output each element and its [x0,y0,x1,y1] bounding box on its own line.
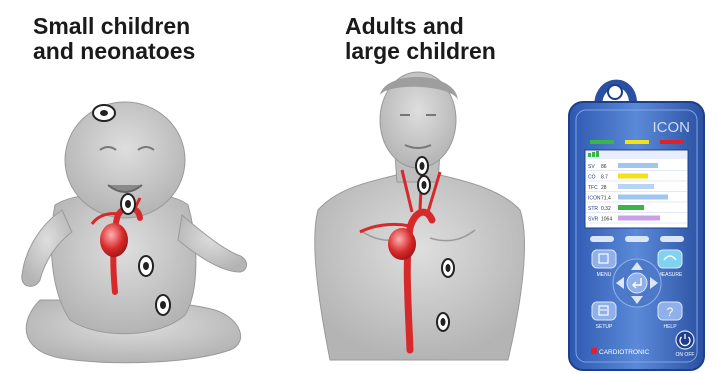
menu-button-label: MENU [597,272,612,278]
adult-sensor-neck-lower [418,176,430,194]
screen-row-value: 1064 [601,217,612,223]
menu-button[interactable] [592,250,616,268]
child-sensor-chest [139,256,153,276]
screen-row-label: SVR [588,217,599,223]
screen-row-label: ICON [588,196,601,202]
screen-row-label: TFC [588,185,598,191]
measure-button[interactable] [658,250,682,268]
power-button[interactable] [676,331,694,349]
adult-sensor-abdomen [437,313,449,331]
screen-row-label: STR [588,206,598,212]
screen-row-label: SV [588,164,595,170]
help-button-label: HELP [663,324,677,330]
adult-sensor-neck-upper [416,157,428,175]
screen-row-value: 71.4 [601,196,611,202]
alarm-bar-yellow [625,140,649,144]
adult-figure [315,72,525,360]
screen-row-bar [618,184,654,189]
setup-button-label: SETUP [596,324,613,330]
alarm-bar-green [590,140,614,144]
measure-button-label: MEASURE [658,272,683,278]
setup-button[interactable] [592,302,616,320]
child-sensor-abdomen [156,295,170,315]
softkey-left-button[interactable] [590,236,614,242]
screen-row-value: 86 [601,164,607,170]
screen-row-bar [618,205,644,210]
screen-row-value: 28 [601,185,607,191]
softkey-middle-button[interactable] [625,236,649,242]
child-sensor-neck [121,194,135,214]
screen-row-value: 8.7 [601,175,608,181]
screen-row-value: 0.32 [601,206,611,212]
help-symbol: ? [667,305,674,319]
manufacturer-logo-icon [591,348,597,354]
device-brand-title: ICON [653,119,691,136]
adult-sensor-chest [442,259,454,277]
screen-row-bar [618,174,648,179]
screen-row-bar [618,216,660,221]
screen-row-bar [618,163,658,168]
screen-row-bar [618,195,668,200]
child-sensor-head [93,105,115,121]
alarm-bar-red [660,140,684,144]
dpad[interactable] [613,259,661,307]
power-button-label: ON OFF [676,352,695,358]
child-figure [22,102,247,363]
softkey-right-button[interactable] [660,236,684,242]
screen-row-label: CO [588,175,596,181]
manufacturer-label: CARDIOTRONIC [599,349,650,356]
